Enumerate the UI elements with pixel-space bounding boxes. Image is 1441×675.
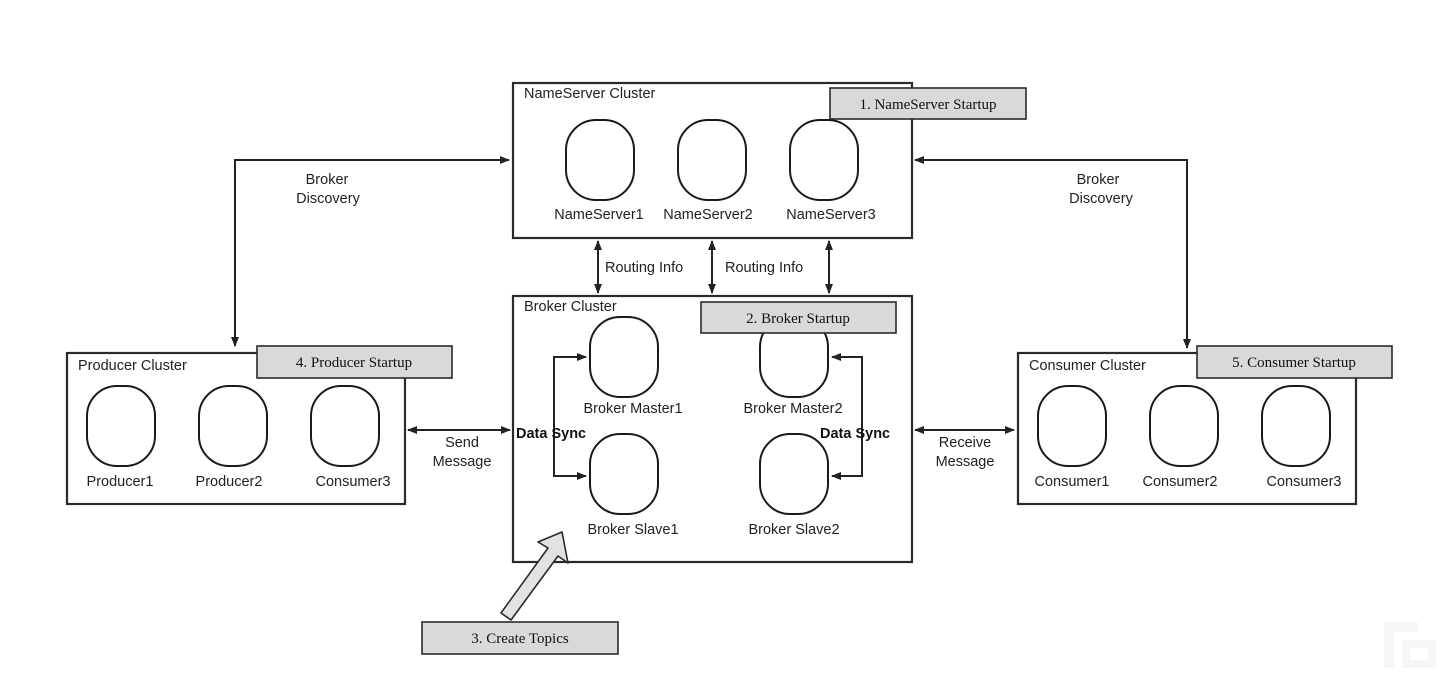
nameserver3-label: NameServer3: [786, 207, 875, 223]
create-topics: 3. Create Topics: [421, 531, 619, 655]
broker-discovery-left-link: [231, 156, 510, 347]
producer2-label: Producer2: [196, 474, 263, 490]
receive-message-label-line2: Message: [936, 454, 995, 470]
broker-discovery-left-label-line1: Broker: [306, 172, 349, 188]
broker-slave1-node-icon: [589, 433, 659, 515]
nameserver-startup-tag-box: [829, 87, 1027, 120]
broker-startup-tag: 2. Broker Startup: [746, 311, 850, 327]
consumer-startup-tag: 5. Consumer Startup: [1232, 355, 1356, 371]
create-topics-arrow-icon: [500, 531, 569, 621]
consumer-cluster: Consumer Cluster Consumer1 Consumer2 Con…: [1016, 345, 1393, 506]
nameserver1-node-icon: [565, 119, 635, 201]
consumer2-label: Consumer2: [1143, 474, 1218, 490]
receive-message-label-line1: Receive: [939, 435, 991, 451]
routing-info-right-label: Routing Info: [725, 260, 803, 276]
broker-cluster-title: Broker Cluster: [524, 299, 617, 315]
nameserver-cluster-title: NameServer Cluster: [524, 86, 656, 102]
data-sync-left-loop: [553, 353, 587, 480]
producer-consumer3-node-icon: [310, 385, 380, 467]
create-topics-tag: 3. Create Topics: [471, 631, 569, 647]
producer-startup-tag: 4. Producer Startup: [296, 355, 412, 371]
nameserver-startup-tag: 1. NameServer Startup: [859, 97, 996, 113]
broker-master2-label: Broker Master2: [743, 401, 842, 417]
consumer-startup-tag-box: [1196, 345, 1393, 379]
consumer3-node-icon: [1261, 385, 1331, 467]
producer1-node-icon: [86, 385, 156, 467]
broker-discovery-right-label-line1: Broker: [1077, 172, 1120, 188]
nameserver2-node-icon: [677, 119, 747, 201]
send-message-label-line1: Send: [445, 435, 479, 451]
nameserver2-label: NameServer2: [663, 207, 752, 223]
broker-master1-node-icon: [589, 316, 659, 398]
consumer2-node-icon: [1149, 385, 1219, 467]
broker-discovery-left-label-line2: Discovery: [296, 191, 360, 207]
broker-cluster: Broker Cluster Broker Master1 Broker Mas…: [511, 294, 914, 564]
send-message-label-line2: Message: [433, 454, 492, 470]
producer-consumer3-label: Consumer3: [316, 474, 391, 490]
nameserver1-label: NameServer1: [554, 207, 643, 223]
create-topics-tag-box: [421, 621, 619, 655]
broker-discovery-right-link: [914, 156, 1191, 349]
data-sync-right-label: Data Sync: [820, 426, 890, 442]
watermark-logo: [1384, 622, 1436, 668]
producer-cluster: Producer Cluster Producer1 Producer2 Con…: [65, 345, 453, 506]
broker-slave2-node-icon: [759, 433, 829, 515]
nameserver3-node-icon: [789, 119, 859, 201]
producer-cluster-title: Producer Cluster: [78, 358, 187, 374]
routing-info-left-label: Routing Info: [605, 260, 683, 276]
producer-startup-tag-box: [256, 345, 453, 379]
producer2-node-icon: [198, 385, 268, 467]
producer1-label: Producer1: [87, 474, 154, 490]
consumer3-label: Consumer3: [1267, 474, 1342, 490]
broker-slave1-label: Broker Slave1: [587, 522, 678, 538]
broker-discovery-right-label-line2: Discovery: [1069, 191, 1133, 207]
broker-startup-tag-box: [700, 301, 897, 334]
data-sync-left-label: Data Sync: [516, 426, 586, 442]
data-sync-right-loop: [831, 353, 863, 480]
broker-master1-label: Broker Master1: [583, 401, 682, 417]
broker-slave2-label: Broker Slave2: [748, 522, 839, 538]
consumer-cluster-title: Consumer Cluster: [1029, 358, 1146, 374]
consumer1-label: Consumer1: [1035, 474, 1110, 490]
consumer1-node-icon: [1037, 385, 1107, 467]
nameserver-cluster: NameServer Cluster NameServer1 NameServe…: [511, 81, 1027, 240]
